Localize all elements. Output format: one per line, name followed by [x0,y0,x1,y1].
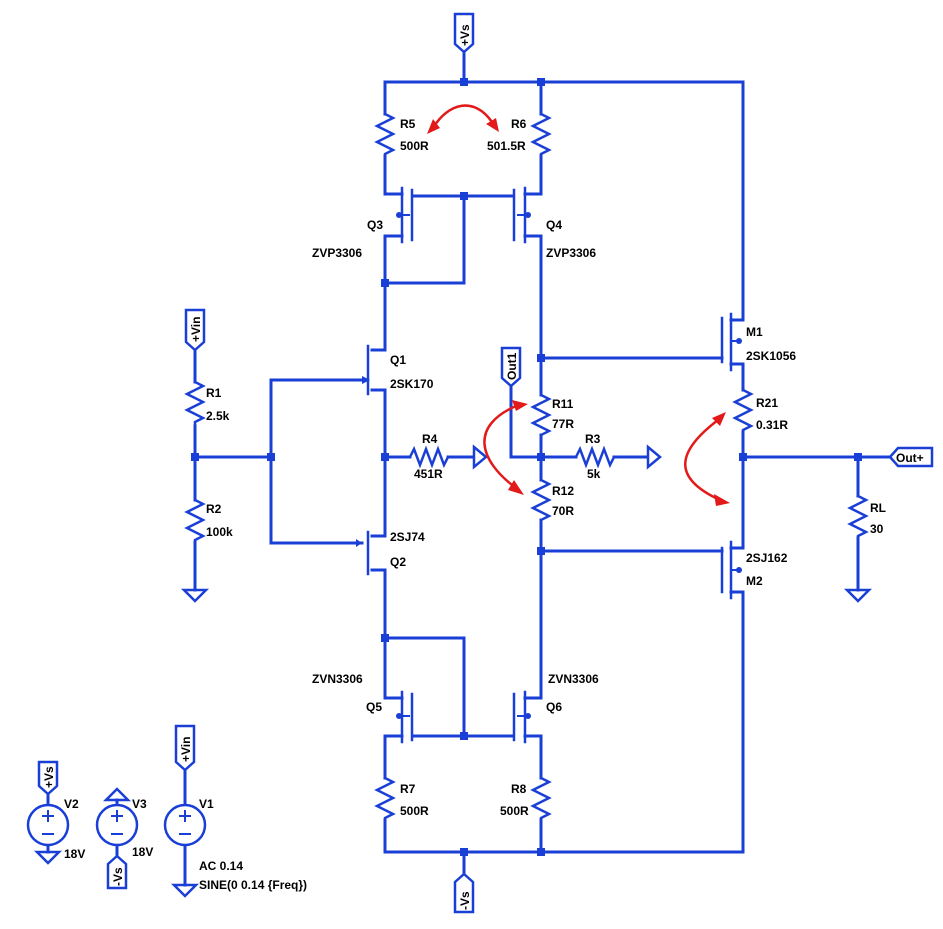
source-v2: +Vs V2 18V [26,760,85,861]
mosfet-q5: ZVN3306 Q5 [312,672,414,744]
resistor-r5: R5 500R [374,112,429,158]
q3-model: ZVP3306 [312,246,362,260]
r8-name: R8 [511,782,527,796]
resistor-r12: R12 70R [530,478,574,522]
resistor-r3: R3 5k [574,432,616,481]
net-label-vs-top: +Vs [453,12,475,54]
m1-name: M1 [746,325,763,339]
ground-v2 [33,850,63,865]
r11-value: 77R [552,417,574,431]
r8-value: 500R [500,804,529,818]
ground-v1 [170,883,200,898]
v2-net-text: +Vs [42,766,56,788]
r4-name: R4 [422,432,438,446]
q4-name: Q4 [546,218,562,232]
q1-model: 2SK170 [390,377,434,391]
junction-dots [191,78,862,856]
mosfet-m2: 2SJ162 M2 [720,520,788,600]
out-pos-text: Out+ [896,451,924,465]
resistor-r2: R2 100k [184,498,233,544]
resistor-rl: RL 30 [847,494,886,540]
q2-model: 2SJ74 [390,530,425,544]
v2-name: V2 [64,797,79,811]
mosfet-q6: ZVN3306 Q6 [512,672,599,744]
r12-name: R12 [552,484,574,498]
v1-net-text: +Vin [179,737,193,762]
net-label-out-pos: Out+ [888,446,934,468]
v3-name: V3 [132,797,147,811]
q5-model: ZVN3306 [312,672,363,686]
m2-name: M2 [746,574,763,588]
source-v1: +Vin V1 AC 0.14 SINE(0 0.14 {Freq}) [163,724,307,892]
q6-name: Q6 [546,700,562,714]
r3-terminal [646,444,662,470]
arrow-r11-r12 [483,404,517,490]
q6-model: ZVN3306 [548,672,599,686]
resistor-r21: R21 0.31R [732,388,788,434]
r5-name: R5 [400,117,416,131]
resistor-r7: R7 500R [374,776,429,822]
jfet-q2: 2SJ74 Q2 [356,530,425,576]
q2-name: Q2 [390,555,406,569]
vs-bottom-text: -Vs [458,891,472,910]
red-annotation-arrows [427,104,730,506]
wires [46,48,892,887]
resistor-r4: R4 451R [408,432,450,481]
vs-top-text: +Vs [458,24,472,46]
mosfet-q3: Q3 ZVP3306 [312,186,414,260]
resistor-r1: R1 2.5k [184,380,230,428]
r21-name: R21 [756,396,778,410]
m2-model: 2SJ162 [746,551,788,565]
source-v3: -Vs V3 18V [95,797,153,890]
v2-value: 18V [64,847,85,861]
arrow-r5-r6 [431,104,494,129]
rl-name: RL [870,501,886,515]
r7-value: 500R [400,804,429,818]
rl-value: 30 [870,522,884,536]
mosfet-m1: M1 2SK1056 [720,312,796,372]
r1-value: 2.5k [206,409,230,423]
r21-value: 0.31R [756,418,788,432]
m1-model: 2SK1056 [746,349,796,363]
out1-text: Out1 [505,352,519,380]
resistor-r11: R11 77R [530,393,574,437]
resistor-r8: R8 500R [500,776,552,822]
r4-terminal [472,444,488,470]
r1-name: R1 [206,386,222,400]
ground-rl [843,588,873,603]
ground-v3 [102,787,132,802]
r3-value: 5k [587,467,601,481]
v1-sine: SINE(0 0.14 {Freq}) [199,878,307,892]
v3-value: 18V [132,845,153,859]
r5-value: 500R [400,139,429,153]
r2-name: R2 [206,502,222,516]
r7-name: R7 [400,782,416,796]
r6-value: 501.5R [487,139,526,153]
q1-name: Q1 [390,353,406,367]
net-label-out1: Out1 [500,346,522,388]
v1-name: V1 [199,797,214,811]
v1-ac: AC 0.14 [199,859,243,873]
arrow-r21-m2 [684,419,721,502]
jfet-q1: Q1 2SK170 [362,344,434,396]
q5-name: Q5 [366,700,382,714]
net-label-vin: +Vin [184,308,206,352]
ground-r2 [180,588,210,603]
v3-net-text: -Vs [111,867,125,886]
r4-value: 451R [414,467,443,481]
r6-name: R6 [511,117,527,131]
net-label-vs-bottom: -Vs [453,872,475,914]
r11-name: R11 [552,397,574,411]
mosfet-q4: Q4 ZVP3306 [512,186,596,260]
r12-value: 70R [552,504,574,518]
resistor-r6: R6 501.5R [487,112,552,158]
vin-text: +Vin [189,317,203,342]
r2-value: 100k [206,525,233,539]
q4-model: ZVP3306 [546,246,596,260]
q3-name: Q3 [367,218,383,232]
r3-name: R3 [585,432,601,446]
